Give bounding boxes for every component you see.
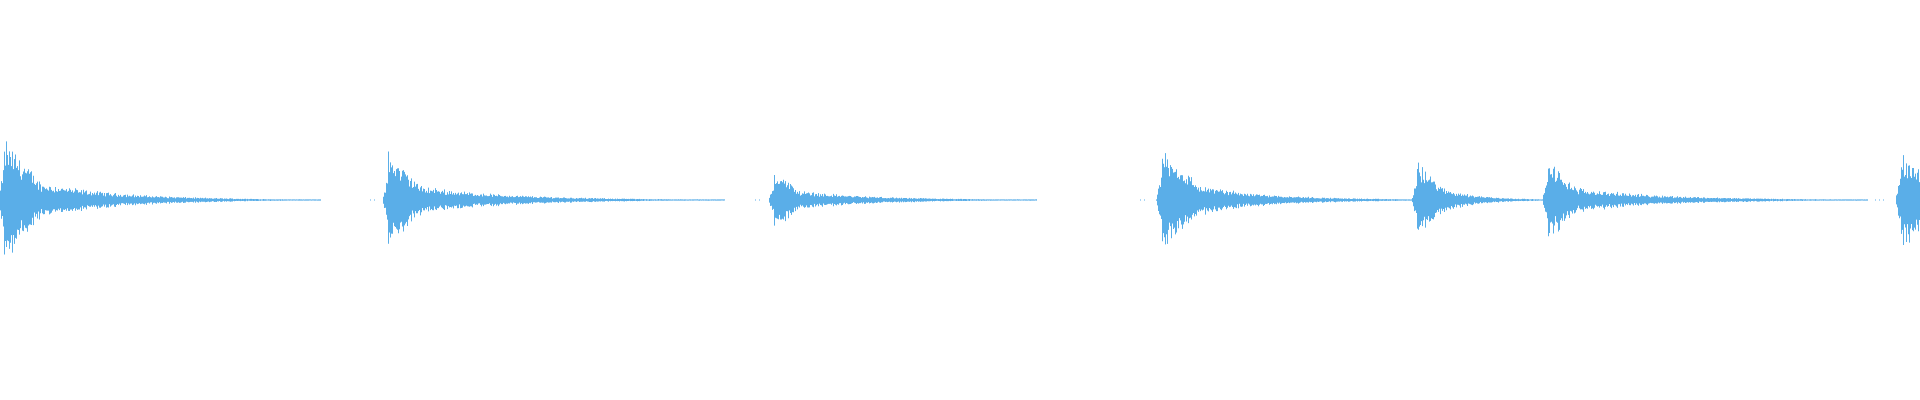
waveform-bars [0,141,1920,255]
waveform-path [0,141,1920,255]
